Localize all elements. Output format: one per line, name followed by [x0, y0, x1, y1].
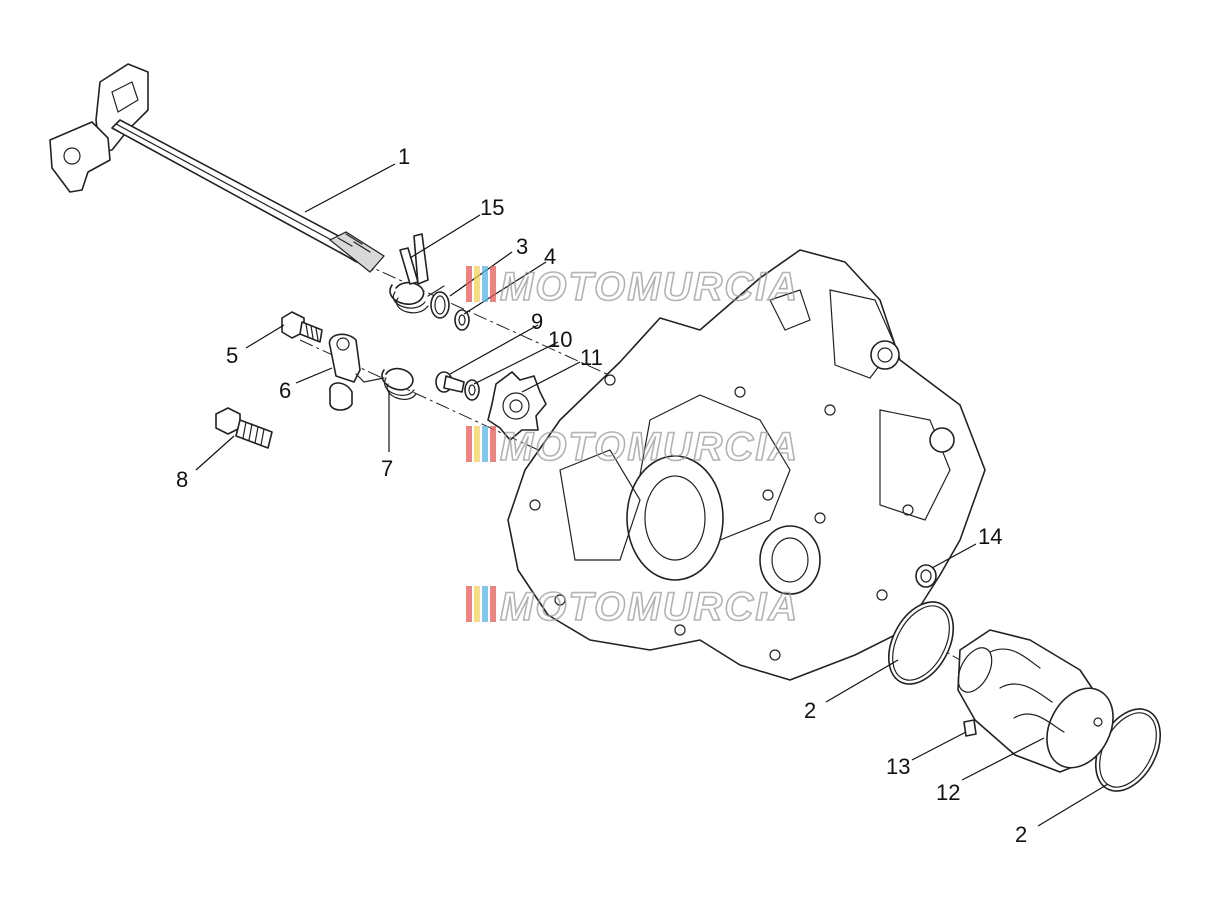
watermark-stripe	[482, 266, 488, 302]
watermark-stripe	[490, 426, 496, 462]
callout-9: 9	[531, 309, 543, 334]
watermark-text: MOTOMURCIA	[500, 585, 799, 629]
callout-2-lower: 2	[1015, 822, 1027, 847]
washer	[454, 309, 470, 331]
callout-1: 1	[398, 144, 410, 169]
o-ring-upper	[887, 601, 955, 685]
return-spring	[389, 233, 445, 314]
callout-14: 14	[978, 524, 1002, 549]
seal	[915, 564, 937, 588]
callout-4: 4	[544, 244, 556, 269]
watermark-stripe	[466, 586, 472, 622]
callout-2-upper: 2	[804, 698, 816, 723]
callout-15: 15	[480, 195, 504, 220]
circlip	[430, 291, 450, 319]
watermark-stripe	[474, 266, 480, 302]
leader-lines	[195, 163, 1109, 827]
callout-6: 6	[279, 378, 291, 403]
watermark-bottom: MOTOMURCIA	[466, 584, 799, 630]
selector-lever	[328, 333, 361, 411]
watermark-top: MOTOMURCIA	[466, 264, 799, 310]
crankcase	[507, 249, 986, 681]
callout-11: 11	[580, 345, 603, 370]
index-star	[487, 371, 547, 441]
watermark-stripe	[474, 586, 480, 622]
watermark-stripe	[474, 426, 480, 462]
watermark-stripe	[490, 266, 496, 302]
watermark-text: MOTOMURCIA	[500, 265, 799, 309]
watermark-middle: MOTOMURCIA	[466, 424, 799, 470]
callout-5: 5	[226, 343, 238, 368]
screw-washer	[464, 379, 480, 401]
callout-10: 10	[548, 327, 572, 352]
callout-13: 13	[886, 754, 910, 779]
callout-7: 7	[381, 456, 393, 481]
pin	[963, 719, 977, 737]
lever-spring	[355, 367, 417, 400]
watermark-stripe	[482, 586, 488, 622]
selector-drum	[957, 629, 1114, 773]
watermark-text: MOTOMURCIA	[500, 425, 799, 469]
callout-12: 12	[936, 780, 960, 805]
callout-3: 3	[516, 234, 528, 259]
screw	[435, 371, 465, 393]
watermark-stripe	[466, 266, 472, 302]
callout-8: 8	[176, 467, 188, 492]
callout-labels: 1 15 3 4 5 9 10 11 6 7 8 14 2 13 12 2	[176, 144, 1027, 847]
watermark-stripe	[466, 426, 472, 462]
stud-bolt	[215, 407, 273, 449]
bolt	[281, 311, 323, 343]
watermark-stripe	[490, 586, 496, 622]
gear-shift-shaft	[49, 63, 385, 273]
watermark-stripe	[482, 426, 488, 462]
